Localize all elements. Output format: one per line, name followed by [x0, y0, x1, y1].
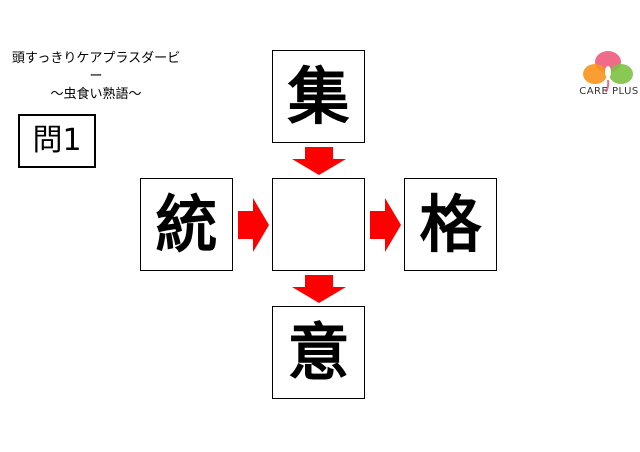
arrow-down-icon	[292, 147, 346, 175]
page-title: 頭すっきりケアプラスダービー ～虫食い熟語～	[6, 50, 186, 104]
title-line2: ～虫食い熟語～	[50, 87, 142, 102]
arrow-down-icon	[292, 275, 346, 303]
kanji-box-right: 格	[404, 178, 497, 271]
logo-text: CARE PLUS	[579, 86, 639, 97]
answer-box-center[interactable]	[272, 178, 365, 271]
kanji-box-left: 統	[140, 178, 233, 271]
title-line1: 頭すっきりケアプラスダービー	[11, 51, 181, 84]
arrow-right-icon	[238, 198, 269, 252]
kanji-box-top: 集	[272, 50, 365, 143]
care-plus-logo	[583, 51, 633, 93]
kanji-box-bottom: 意	[272, 306, 365, 399]
arrow-right-icon	[370, 198, 401, 252]
question-label: 問1	[18, 114, 96, 168]
